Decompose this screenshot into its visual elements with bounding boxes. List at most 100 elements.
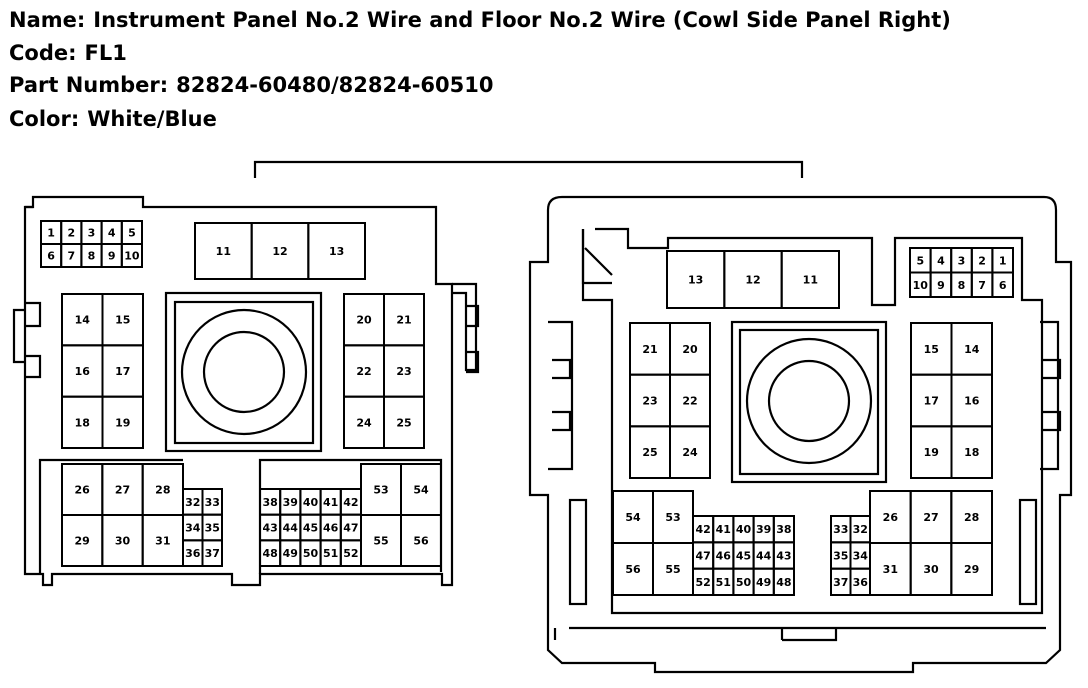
terminal-number: 53	[373, 484, 388, 497]
terminal-number: 4	[937, 254, 945, 267]
terminal-number: 40	[736, 523, 752, 536]
terminal-number: 10	[913, 279, 929, 292]
right-boss-ring-inner	[767, 359, 851, 443]
terminal-number: 17	[924, 395, 939, 408]
terminal-number: 15	[115, 314, 130, 327]
right-lower-slot-left	[568, 498, 588, 606]
terminal-number: 25	[642, 446, 657, 459]
terminal-number: 45	[303, 522, 318, 535]
terminal-number: 24	[682, 446, 698, 459]
terminal-number: 29	[964, 563, 979, 576]
terminal-number: 43	[776, 550, 791, 563]
left-boss-ring-outer	[180, 308, 308, 436]
terminal-number: 49	[756, 576, 771, 589]
left-boss-outer	[164, 291, 323, 453]
right-boss-ring-outer	[745, 337, 873, 465]
terminal-number: 11	[803, 274, 818, 287]
terminal-number: 41	[716, 523, 731, 536]
terminal-number: 7	[978, 279, 986, 292]
view-bracket	[253, 160, 804, 178]
right-side-latch-left	[548, 320, 574, 471]
terminal-number: 12	[272, 245, 287, 258]
connector-name: Name:Instrument Panel No.2 Wire and Floo…	[9, 8, 951, 32]
terminal-number: 6	[47, 250, 55, 263]
terminal-number: 29	[75, 535, 90, 548]
terminal-number: 34	[185, 522, 201, 535]
terminal-number: 35	[205, 522, 220, 535]
terminal-number: 21	[642, 343, 657, 356]
name-value: Instrument Panel No.2 Wire and Floor No.…	[93, 8, 951, 32]
right-lower-slot-right	[1018, 498, 1038, 606]
terminal-number: 24	[356, 416, 372, 429]
terminal-number: 15	[924, 343, 939, 356]
terminal-number: 42	[695, 523, 710, 536]
terminal-number: 32	[853, 523, 868, 536]
right-side-latch-right	[1040, 320, 1062, 471]
terminal-number: 21	[396, 314, 411, 327]
terminal-number: 50	[736, 576, 752, 589]
terminal-number: 5	[916, 254, 924, 267]
terminal-number: 36	[853, 576, 869, 589]
connector-part-number: Part Number:82824-60480/82824-60510	[9, 73, 493, 97]
terminal-number: 14	[964, 343, 980, 356]
left-connector	[12, 195, 480, 587]
terminal-number: 3	[958, 254, 966, 267]
terminal-number: 53	[665, 511, 680, 524]
right-housing-notch	[581, 229, 613, 285]
right-boss-inner	[738, 328, 880, 476]
terminal-cell	[101, 395, 144, 449]
terminal-number: 22	[682, 395, 697, 408]
terminal-number: 9	[937, 279, 945, 292]
left-side-latch-right	[452, 282, 480, 374]
terminal-cell	[780, 250, 841, 309]
part-number-label: Part Number:	[9, 73, 169, 97]
terminal-number: 31	[883, 563, 898, 576]
terminal-cell	[669, 425, 711, 480]
right-boss-outer	[730, 320, 888, 484]
terminal-number: 44	[756, 550, 772, 563]
terminal-number: 10	[124, 250, 140, 263]
left-boss-inner	[173, 300, 315, 445]
terminal-number: 47	[695, 550, 710, 563]
terminal-number: 31	[155, 535, 170, 548]
terminal-number: 54	[625, 511, 641, 524]
terminal-number: 19	[115, 416, 130, 429]
terminal-cell	[950, 425, 993, 480]
terminal-number: 23	[642, 395, 657, 408]
terminal-number: 33	[833, 523, 848, 536]
right-connector	[528, 195, 1073, 674]
terminal-number: 13	[688, 274, 703, 287]
terminal-number: 9	[108, 250, 116, 263]
terminal-number: 26	[75, 484, 91, 497]
terminal-number: 54	[413, 484, 429, 497]
terminal-cell	[120, 243, 144, 268]
terminal-number: 13	[329, 245, 344, 258]
terminal-number: 56	[413, 535, 429, 548]
terminal-cell	[950, 542, 993, 596]
terminal-number: 22	[356, 365, 371, 378]
terminal-number: 39	[756, 523, 771, 536]
terminal-number: 33	[205, 496, 220, 509]
terminal-number: 18	[75, 416, 90, 429]
connector-code: Code:FL1	[9, 41, 127, 65]
right-bottom-tab	[780, 628, 838, 642]
terminal-number: 25	[396, 416, 411, 429]
right-housing-inner	[581, 227, 1044, 615]
terminal-number: 4	[108, 227, 116, 240]
terminal-number: 8	[88, 250, 96, 263]
left-housing-shoulder	[38, 458, 183, 574]
terminal-number: 20	[682, 343, 698, 356]
terminal-number: 28	[964, 511, 979, 524]
left-boss-ring-inner	[202, 330, 286, 414]
terminal-number: 1	[999, 254, 1007, 267]
terminal-number: 28	[155, 484, 170, 497]
terminal-number: 40	[303, 496, 319, 509]
terminal-number: 45	[736, 550, 751, 563]
